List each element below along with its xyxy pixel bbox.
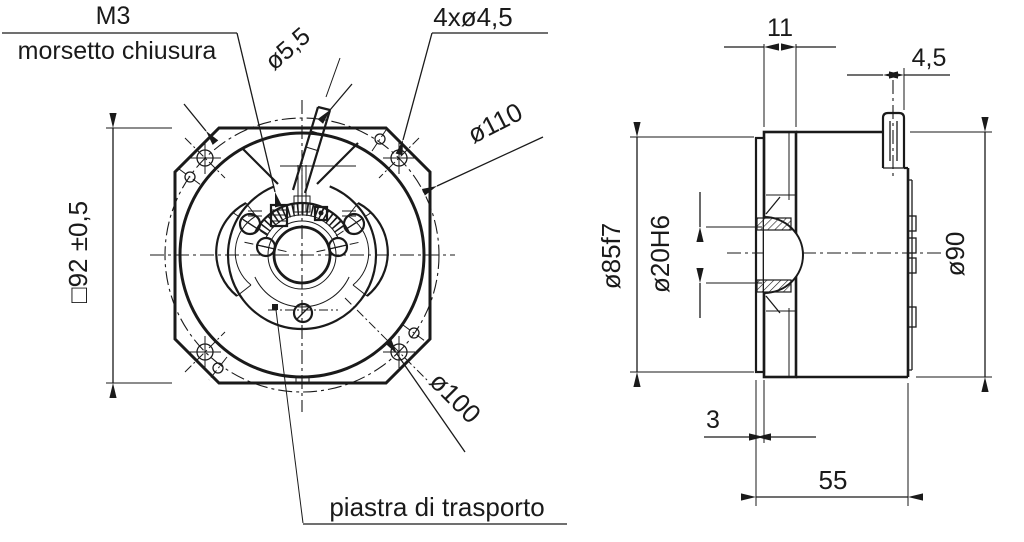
spigot-dia-label: ø85f7 xyxy=(596,223,626,290)
body-dia-label: ø90 xyxy=(940,232,970,277)
plate-screws xyxy=(231,211,373,324)
clamp-block xyxy=(269,165,329,228)
corner-hole xyxy=(184,137,226,179)
flange-width-label: 11 xyxy=(767,14,793,42)
bolt-circle-label: ø100 xyxy=(424,366,487,429)
bore-dia-label: ø20H6 xyxy=(645,215,675,293)
bolt-circle xyxy=(164,117,440,393)
dim-spigot: ø85f7 xyxy=(596,122,754,387)
front-view: □92 ±0,5 M3 morsetto chiusura 4xø4,5 ø5,… xyxy=(2,2,567,525)
transport-plate-label: piastra di trasporto xyxy=(329,492,544,522)
plate-thickness-label: 3 xyxy=(706,406,720,434)
dim-clamp-boss: 4,5 xyxy=(847,44,950,110)
body-section xyxy=(796,130,917,379)
dim-square-label: □92 ±0,5 xyxy=(63,201,93,303)
dim-bolt-circle: ø100 xyxy=(385,339,487,453)
outer-body-circle xyxy=(178,131,426,379)
chamfer-pin-holes xyxy=(178,126,426,381)
dim-outer-dia: ø110 xyxy=(421,97,544,196)
body-length-label: 55 xyxy=(819,465,848,495)
screw xyxy=(244,236,288,258)
m3-label: M3 xyxy=(96,2,131,30)
corner-holes-label: 4xø4,5 xyxy=(433,2,513,32)
side-view: ø20H6 ø85f7 ø90 11 4,5 xyxy=(596,14,992,506)
dim-plate-thickness: 3 xyxy=(704,380,816,443)
dim-bore: ø20H6 xyxy=(645,192,762,318)
m3-note-label: morsetto chiusura xyxy=(18,37,217,65)
screw xyxy=(268,302,338,324)
outer-dia-label: ø110 xyxy=(463,97,528,150)
label-transport-plate: piastra di trasporto xyxy=(272,304,567,525)
dim-body-dia: ø90 xyxy=(910,117,992,392)
dim-corner-holes: 4xø4,5 xyxy=(395,2,548,156)
clamp-boss-label: 4,5 xyxy=(912,44,947,72)
corner-hole xyxy=(344,297,430,383)
dim-body-length: 55 xyxy=(741,383,923,506)
pin-dia-label: ø5,5 xyxy=(260,22,316,76)
clamp-boss xyxy=(881,80,906,180)
dim-flange-width: 11 xyxy=(724,14,836,127)
dim-square-92: □92 ±0,5 xyxy=(63,113,172,398)
screw xyxy=(335,211,373,237)
corner-hole xyxy=(378,137,420,179)
label-m3-clamp: M3 morsetto chiusura xyxy=(2,2,282,208)
clamp-pin xyxy=(291,57,341,194)
front-centerlines xyxy=(150,100,455,412)
screw xyxy=(231,211,269,237)
hub-section xyxy=(756,196,804,314)
screw xyxy=(316,236,360,258)
corner-hole xyxy=(184,331,226,373)
